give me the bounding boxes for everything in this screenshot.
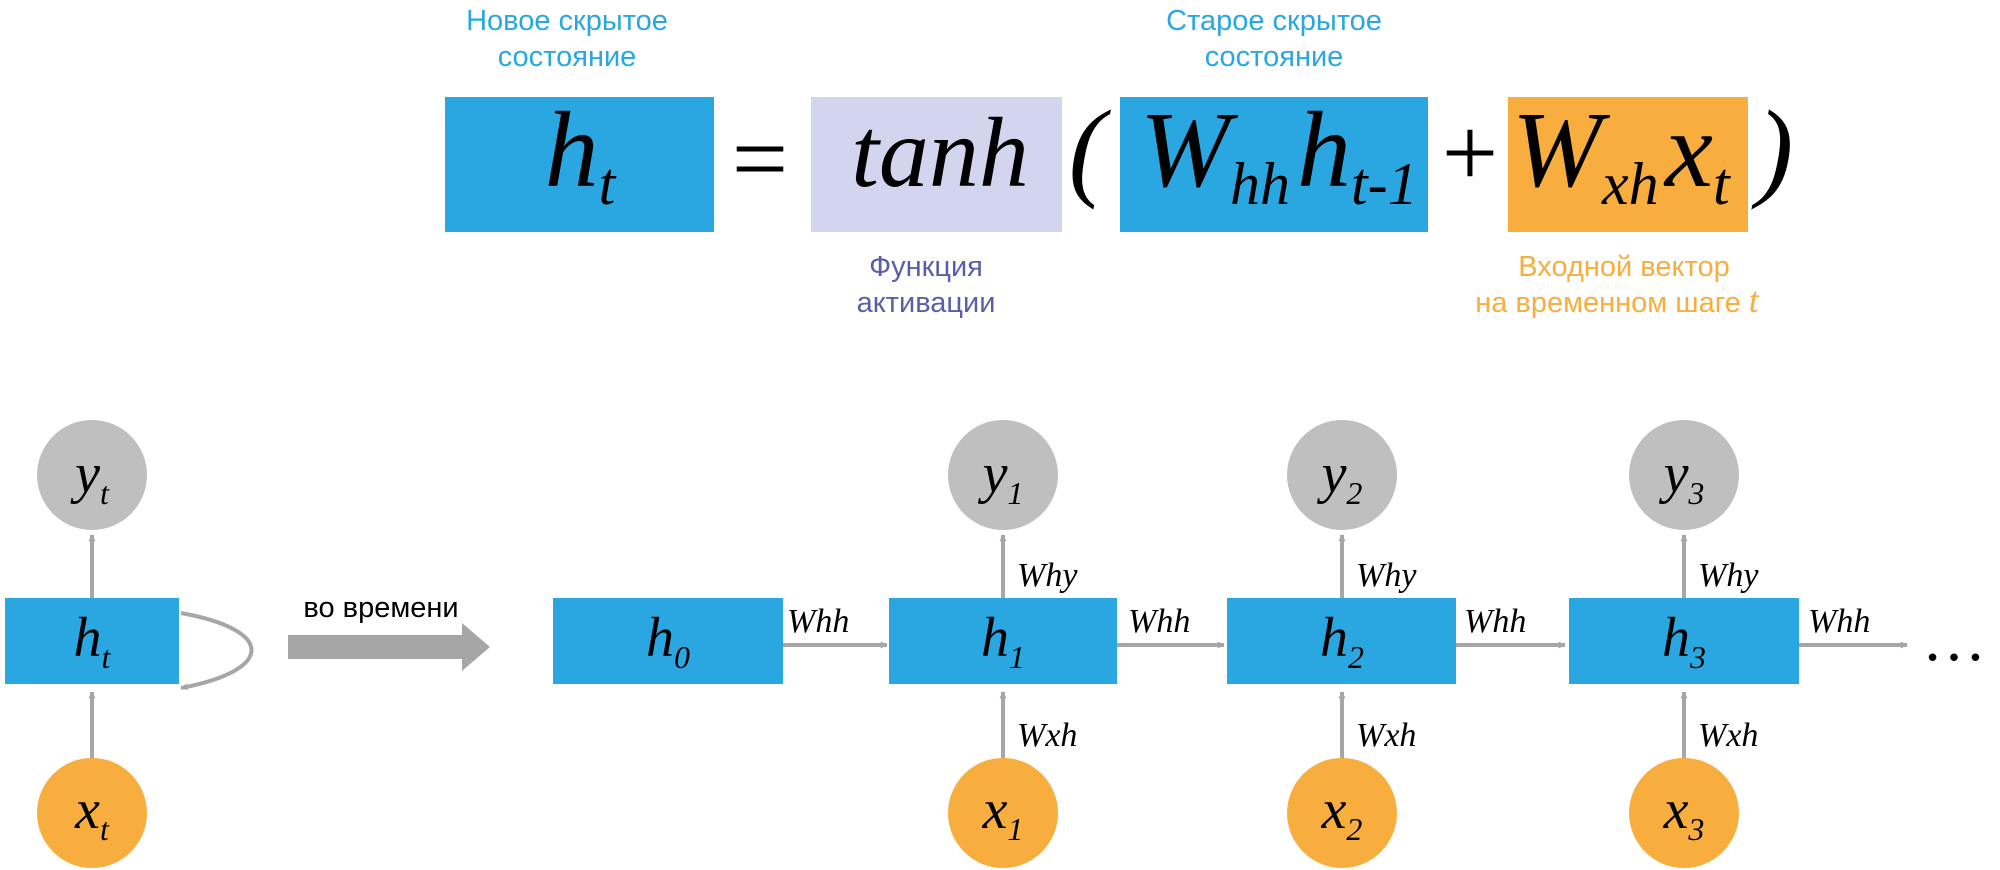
lhs-box <box>445 97 714 232</box>
weight-label-x1-h1: Wxh <box>1017 717 1077 754</box>
hidden-node-2 <box>1227 598 1456 684</box>
output-label-folded: yt <box>70 443 110 511</box>
unrolled-rnn: h0 Whh y1 Why h1 Wxh x1 Whh y2 Why h2 Wx… <box>553 420 1986 868</box>
old-state-label-line1: Старое скрытое <box>1166 5 1382 37</box>
hidden-label-folded: ht <box>74 607 112 675</box>
equals-sign: = <box>732 103 788 214</box>
weight-label-h2-h3: Whh <box>1464 603 1526 640</box>
input-label-3: x3 <box>1663 779 1705 847</box>
input-node-2 <box>1287 758 1397 868</box>
prev-hidden-term: ht-1 <box>1297 91 1418 217</box>
input-box <box>1508 97 1748 232</box>
continuation-ellipsis: … <box>1922 603 1986 674</box>
recurrent-loop-arrow <box>180 611 254 691</box>
weight-xh-term: Wxh <box>1512 91 1659 217</box>
output-node-2 <box>1287 420 1397 530</box>
input-term: xt <box>1663 91 1731 217</box>
folded-rnn: yt ht xt <box>5 420 254 868</box>
weight-label-h2-y2: Why <box>1356 557 1417 594</box>
weight-label-h1-y1: Why <box>1017 557 1078 594</box>
new-state-label-line1: Новое скрытое <box>466 5 668 37</box>
unroll-indicator: во времени <box>288 592 490 671</box>
equation: Новое скрытое состояние Старое скрытое с… <box>445 5 1793 320</box>
weight-label-h1-h2: Whh <box>1128 603 1190 640</box>
lhs-term: ht <box>545 91 617 217</box>
close-paren: ) <box>1751 88 1794 210</box>
input-vector-label-line1: Входной вектор <box>1518 251 1729 283</box>
weight-hh-term: Whh <box>1140 91 1290 217</box>
hidden-node-0 <box>553 598 783 684</box>
hidden-label-0: h0 <box>646 607 690 675</box>
activation-box <box>811 97 1062 232</box>
hidden-label-3: h3 <box>1662 607 1706 675</box>
old-state-box <box>1120 97 1428 232</box>
output-node-folded <box>37 420 147 530</box>
weight-label-h3-next: Whh <box>1808 603 1870 640</box>
activation-label-line1: Функция <box>869 251 983 283</box>
activation-label-line2: активации <box>857 287 996 319</box>
hidden-node-folded <box>5 598 179 684</box>
output-label-3: y3 <box>1659 443 1705 511</box>
open-paren: ( <box>1069 88 1112 210</box>
input-node-folded <box>37 758 147 868</box>
output-label-2: y2 <box>1317 443 1363 511</box>
hidden-node-3 <box>1569 598 1799 684</box>
unroll-arrow <box>288 623 490 671</box>
output-label-1: y1 <box>978 443 1024 511</box>
old-state-label-line2: состояние <box>1205 41 1344 73</box>
input-node-3 <box>1629 758 1739 868</box>
new-state-label-line2: состояние <box>498 41 637 73</box>
output-node-1 <box>948 420 1058 530</box>
hidden-node-1 <box>889 598 1117 684</box>
input-label-1: x1 <box>982 779 1024 847</box>
plus-sign: + <box>1442 97 1498 208</box>
unroll-label: во времени <box>303 592 458 624</box>
hidden-label-2: h2 <box>1320 607 1364 675</box>
weight-label-h0-h1: Whh <box>787 603 849 640</box>
output-node-3 <box>1629 420 1739 530</box>
input-label-folded: xt <box>74 779 110 847</box>
activation-function: tanh <box>851 97 1029 208</box>
input-label-2: x2 <box>1321 779 1363 847</box>
weight-label-x3-h3: Wxh <box>1698 717 1758 754</box>
weight-label-h3-y3: Why <box>1698 557 1759 594</box>
hidden-label-1: h1 <box>981 607 1025 675</box>
input-node-1 <box>948 758 1058 868</box>
weight-label-x2-h2: Wxh <box>1356 717 1416 754</box>
